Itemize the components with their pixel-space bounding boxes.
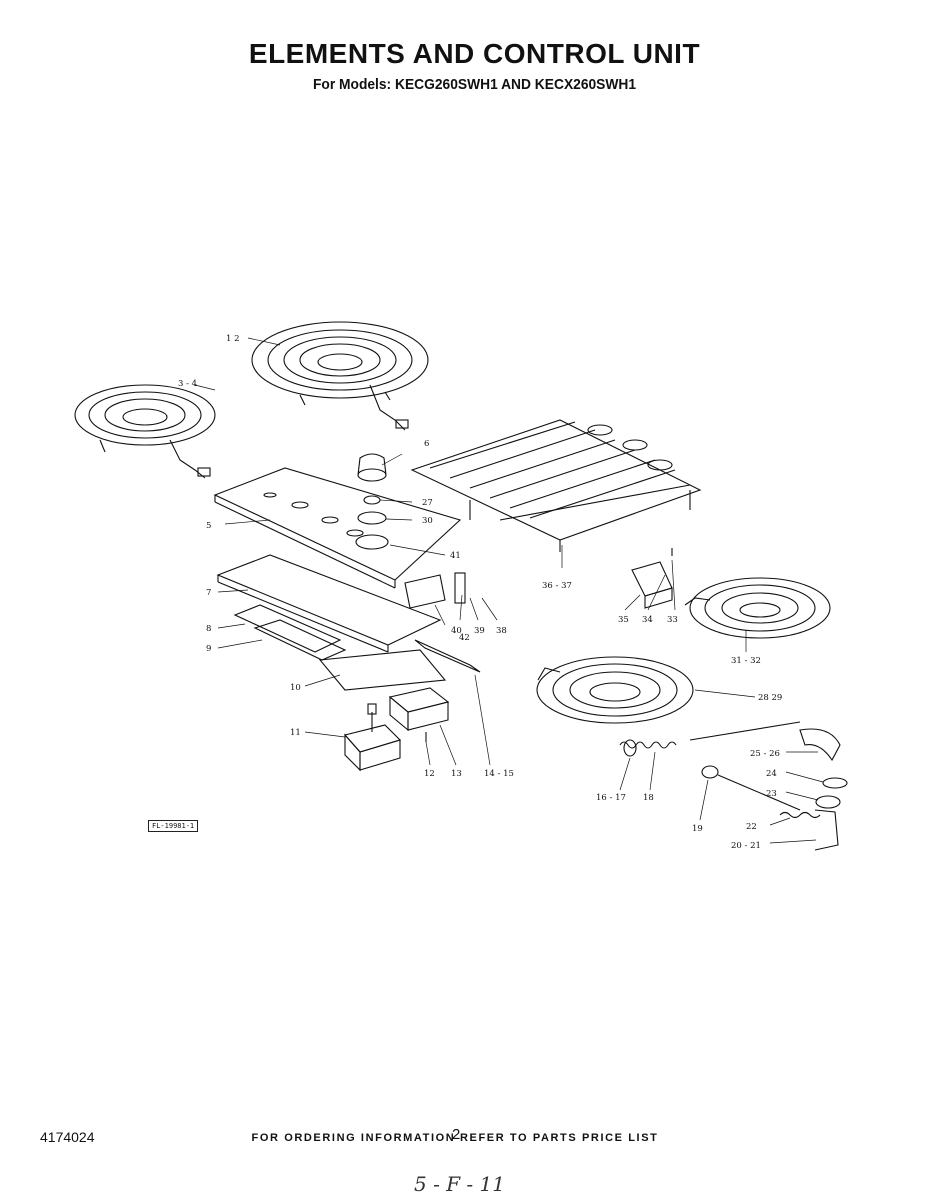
oven-bake-element	[410, 419, 702, 552]
callout-3-4: 3 - 4	[178, 379, 197, 389]
support-bar	[414, 639, 481, 673]
callout-22: 22	[746, 822, 757, 832]
springs-and-fittings	[619, 721, 848, 851]
callout-40: 40	[451, 626, 462, 636]
callout-7: 7	[206, 588, 211, 598]
callout-5: 5	[206, 521, 211, 531]
callout-31-32: 31 - 32	[731, 656, 761, 666]
callout-38: 38	[496, 626, 507, 636]
control-knob	[355, 453, 389, 550]
models-subtitle: For Models: KECG260SWH1 AND KECX260SWH1	[312, 76, 637, 93]
callout-24: 24	[766, 769, 777, 779]
leader-lines	[194, 337, 824, 844]
callout-36-37: 36 - 37	[542, 581, 572, 591]
callout-19: 19	[692, 824, 703, 834]
element-receptacle	[631, 548, 673, 609]
callout-28-29: 28 29	[758, 693, 782, 703]
figure-tag: FL-19981-1	[148, 820, 199, 832]
callout-14-15: 14 - 15	[484, 769, 514, 779]
callout-16-17: 16 - 17	[596, 793, 626, 803]
callout-18: 18	[643, 793, 654, 803]
page-title: ELEMENTS AND CONTROL UNIT	[248, 38, 701, 69]
callout-39: 39	[474, 626, 485, 636]
small-surface-element-left	[74, 384, 216, 479]
callout-41: 41	[450, 551, 461, 561]
terminal-block	[404, 572, 466, 609]
handwritten-note: 5 - F - 11	[414, 1172, 505, 1196]
callout-6: 6	[424, 439, 429, 449]
callout-25-26: 25 - 26	[750, 749, 780, 759]
sub-panel	[216, 554, 442, 653]
callout-30: 30	[422, 516, 433, 526]
callout-12: 12	[424, 769, 435, 779]
callout-42: 42	[459, 633, 470, 643]
callout-labels: 1 2 3 - 4 5 6 7 8 9 10 11 12 13 14 - 15 …	[178, 334, 782, 851]
page-number: 2	[452, 1126, 461, 1143]
ordering-note: FOR ORDERING INFORMATION REFER TO PARTS …	[251, 1132, 659, 1144]
callout-34: 34	[642, 615, 653, 625]
callout-8: 8	[206, 624, 211, 634]
surface-element-front	[536, 656, 694, 724]
callout-1-2: 1 2	[226, 334, 240, 344]
control-panel	[213, 467, 462, 589]
callout-33: 33	[667, 615, 678, 625]
callout-9: 9	[206, 644, 211, 654]
bracket-parts	[233, 604, 447, 691]
document-number: 4174024	[40, 1129, 95, 1145]
callout-13: 13	[451, 769, 462, 779]
callout-20-21: 20 - 21	[731, 841, 761, 851]
infinite-switch	[343, 703, 402, 772]
callout-10: 10	[290, 683, 301, 693]
callout-27: 27	[422, 498, 433, 508]
callout-11: 11	[290, 728, 301, 738]
callout-35: 35	[618, 615, 629, 625]
callout-23: 23	[766, 789, 777, 799]
relay-box	[388, 687, 450, 742]
large-surface-element-top	[251, 321, 429, 431]
surface-element-right	[684, 577, 831, 639]
